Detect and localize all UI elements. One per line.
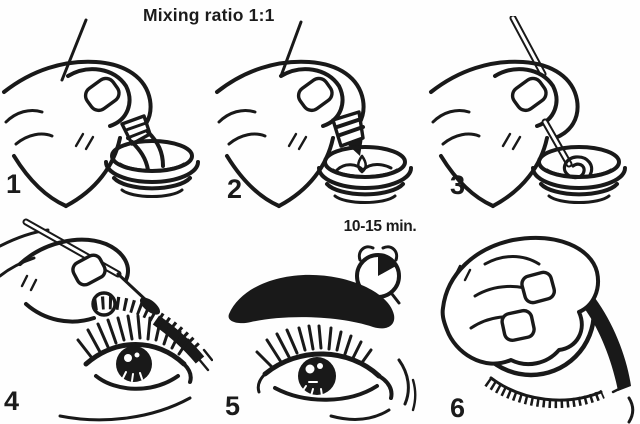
bottle-top [279, 20, 303, 78]
step-4-panel [0, 212, 213, 424]
step-3-number: 3 [450, 170, 466, 200]
cheek-line [58, 396, 192, 422]
finger-nail [520, 270, 557, 305]
step-2-number: 2 [227, 174, 243, 204]
step-2-panel [213, 16, 426, 212]
skin-marks [611, 385, 635, 424]
upper-lashes [76, 314, 190, 360]
iris [116, 346, 152, 382]
clock-wedge [378, 255, 396, 276]
dropper-bottle-neck [331, 110, 365, 156]
mixture-swirl [562, 155, 594, 180]
applicator-tip [116, 272, 150, 304]
step-6-illustration [440, 235, 635, 424]
finger-nail [500, 308, 536, 343]
step-3-panel [427, 16, 640, 212]
hand-wiping [440, 235, 600, 367]
step-3-illustration [429, 16, 627, 208]
step-1-panel [0, 16, 213, 212]
step-5-panel [213, 212, 426, 424]
step-2-illustration [215, 20, 413, 208]
step-6-panel [427, 212, 640, 424]
step-6-number: 6 [450, 393, 466, 423]
face-contours [329, 358, 417, 421]
timer-label: 10-15 min. [343, 218, 417, 235]
liquid-surface [335, 163, 393, 172]
upper-lashes [255, 324, 373, 370]
eyebrow-tail-dark [584, 298, 631, 391]
eye [255, 324, 394, 402]
step-5-illustration [228, 245, 417, 421]
eye [76, 314, 193, 391]
tube-end [60, 18, 88, 82]
step-1-number: 1 [6, 169, 22, 199]
step-1-illustration [2, 18, 200, 208]
step-5-number: 5 [225, 391, 241, 421]
eyebrow-fuzzy-edge [484, 376, 605, 409]
page-title: Mixing ratio 1:1 [143, 5, 275, 25]
stirring-stick-lower [541, 118, 573, 168]
step-4-illustration [0, 218, 213, 422]
iris [298, 357, 336, 397]
tinted-eyebrow [228, 274, 395, 329]
step-4-number: 4 [4, 386, 20, 416]
